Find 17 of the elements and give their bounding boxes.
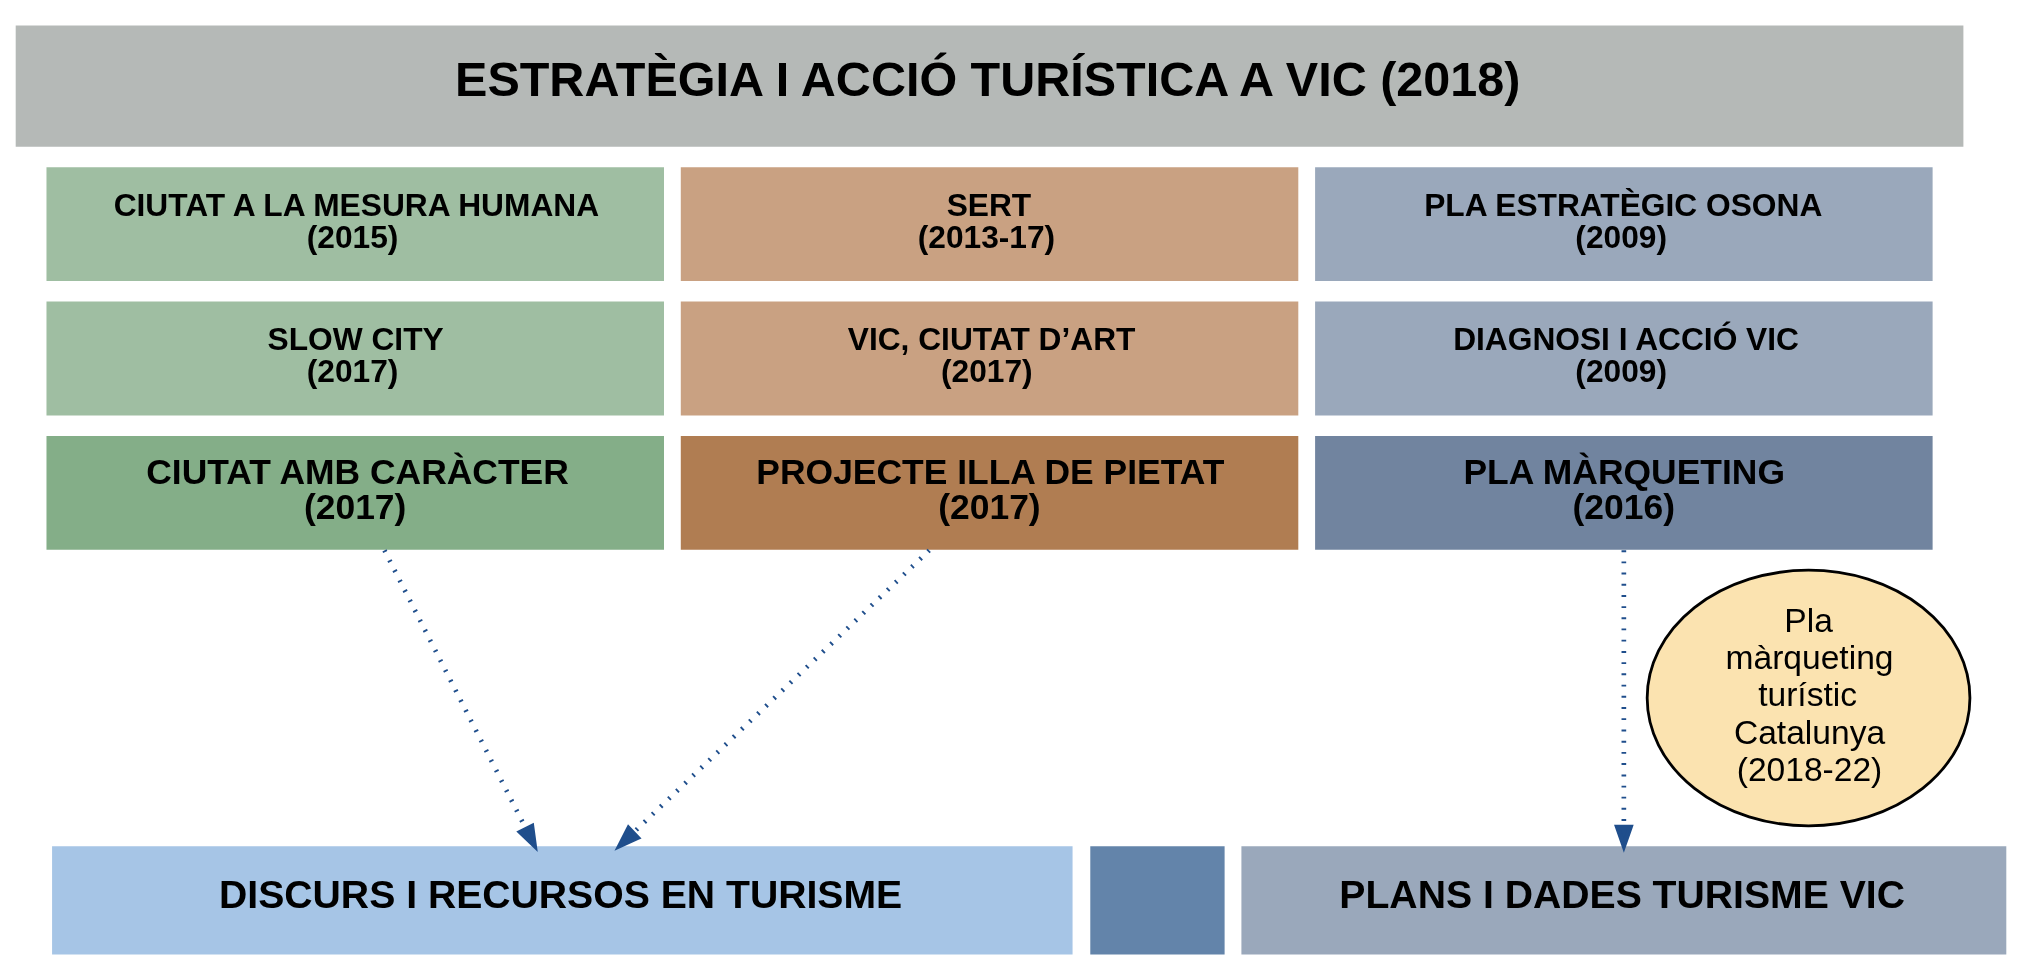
node-box: VIC, CIUTAT D’ART (2017) [680, 301, 1299, 416]
node-box: ESTRATÈGIA I ACCIÓ TURÍSTICA A VIC (2018) [15, 25, 1964, 147]
node-box: PLA ESTRATÈGIC OSONA (2009) [1315, 167, 1933, 282]
node-box: CIUTAT AMB CARÀCTER (2017) [46, 435, 664, 550]
arrow [614, 548, 931, 851]
node-box: PROJECTE ILLA DE PIETAT (2017) [680, 435, 1299, 550]
node-box: PLA MÀRQUETING (2016) [1315, 435, 1933, 550]
arrow [382, 549, 538, 853]
node-box: DIAGNOSI I ACCIÓ VIC (2009) [1315, 301, 1933, 416]
node-box [1090, 846, 1225, 955]
arrow [1614, 550, 1634, 853]
node-box: SERT (2013-17) [680, 167, 1299, 282]
node-ellipse: Pla màrqueting turístic Catalunya (2018-22) [1645, 568, 1972, 828]
node-box: PLANS I DADES TURISME VIC [1241, 846, 2007, 955]
node-box: DISCURS I RECURSOS EN TURISME [52, 846, 1073, 955]
node-box: CIUTAT A LA MESURA HUMANA (2015) [46, 167, 664, 282]
node-box: SLOW CITY (2017) [46, 301, 664, 416]
